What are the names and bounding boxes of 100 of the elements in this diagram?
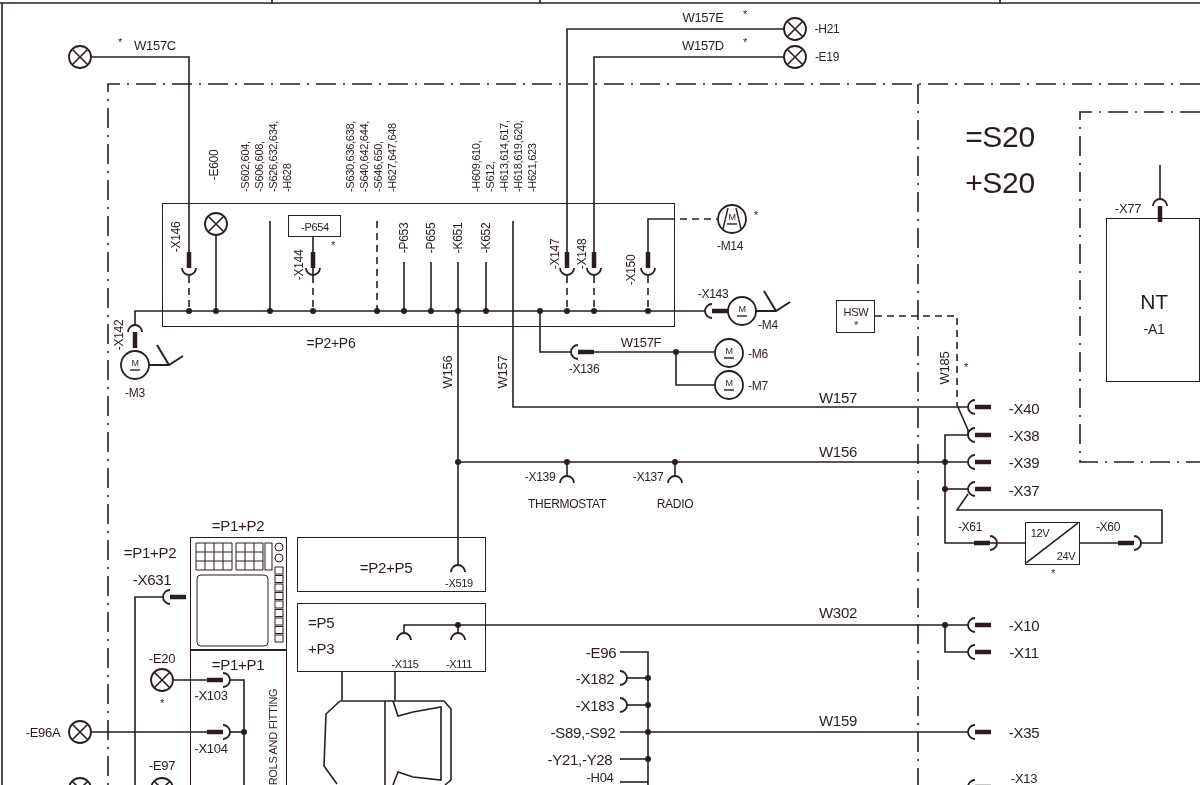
- reference-list: -H609,610, -S612, -H613,614,617, -H618,619,620, -H621,623: [469, 112, 539, 192]
- reference-list: -S630,636,638, -S640,642,644, -S646,650, -H627,647,648: [343, 112, 399, 192]
- component-label: -P654: [301, 221, 329, 233]
- connector-label: -X115: [391, 658, 419, 670]
- panel-caption: ROLS AND FITTING: [267, 688, 279, 785]
- box-heading: =P2+P5: [359, 559, 413, 575]
- component-label: -K652: [480, 222, 492, 254]
- component-label: -P653: [398, 222, 410, 254]
- note-mark: *: [743, 8, 747, 20]
- wire-label: W157D: [682, 38, 724, 52]
- wire: [874, 315, 1026, 544]
- connector-label: -X103: [194, 688, 228, 702]
- motor-letter: M: [728, 212, 736, 222]
- wire-label: W157: [819, 389, 857, 405]
- connector-label: -X150: [625, 254, 637, 286]
- location-code: +S20: [965, 168, 1035, 198]
- connector-label: -X147: [549, 238, 561, 270]
- connector-label: -X183: [575, 697, 615, 713]
- device-label: THERMOSTAT: [528, 498, 606, 510]
- note-mark: *: [118, 36, 122, 48]
- connector-label: -X40: [1008, 400, 1040, 416]
- connector-label: -X146: [170, 221, 182, 253]
- wire: [457, 326, 459, 538]
- connector-label: -X143: [697, 288, 729, 300]
- voltage-label: 24V: [1056, 550, 1076, 562]
- motor-letter: M: [725, 346, 733, 356]
- box-heading: =P1+P1: [211, 656, 265, 672]
- component-label: -M3: [125, 387, 145, 399]
- wire: [341, 671, 343, 701]
- wire-label: W302: [819, 604, 857, 620]
- connector-label: -X111: [445, 658, 473, 670]
- note-mark: *: [160, 697, 164, 709]
- wire-label: W157: [495, 355, 509, 389]
- motor-letter: M: [738, 304, 746, 314]
- component-label: -E600: [208, 149, 220, 181]
- connector-label: -X11: [1009, 644, 1039, 660]
- connector-label: -X104: [194, 741, 228, 755]
- connector-label: -X139: [524, 471, 556, 483]
- component-label: -A1: [1143, 322, 1165, 336]
- wire-label: W156: [440, 355, 454, 389]
- component-label: -S89,-S92: [550, 724, 616, 740]
- connector-label: -X182: [575, 670, 615, 686]
- component-label: HSW: [843, 306, 869, 318]
- note-mark: *: [964, 361, 968, 373]
- component-label: -Y21,-Y28: [547, 751, 613, 767]
- component-label: -E96: [585, 644, 617, 660]
- component-label: NT: [1140, 290, 1168, 312]
- box-heading: =P5 +P3: [308, 613, 336, 659]
- component-label: -M6: [748, 348, 768, 360]
- connector-label: -X10: [1008, 617, 1040, 633]
- connector-label: -X37: [1008, 482, 1040, 498]
- module-box: [297, 537, 486, 592]
- wire-label: W157F: [620, 335, 662, 349]
- connector-label: -X631: [132, 571, 172, 587]
- component-label: -P655: [425, 222, 437, 254]
- location-code: =S20: [965, 122, 1035, 152]
- connector-label: -X136: [568, 363, 600, 375]
- box-heading: =P1+P2: [211, 517, 265, 533]
- component-label: -H04: [586, 770, 614, 784]
- wire-label: W157C: [134, 38, 176, 52]
- voltage-label: 12V: [1030, 527, 1050, 539]
- connector-label: -X519: [445, 577, 473, 589]
- wire-label: W156: [819, 443, 857, 459]
- note-mark: *: [331, 239, 335, 251]
- connector-label: -X77: [1114, 201, 1142, 215]
- reference-list: -S602,604, -S606,608, -S626,632,634, -H628: [238, 112, 294, 192]
- connector-label: -X61: [957, 521, 983, 533]
- note-mark: *: [1051, 567, 1055, 579]
- connector-label: -X39: [1008, 454, 1040, 470]
- component-label: -K651: [452, 222, 464, 254]
- component-label: -E96A: [25, 725, 61, 739]
- component-label: -E20: [148, 651, 176, 665]
- wire: [310, 235, 316, 314]
- connector-label: -X60: [1095, 521, 1121, 533]
- component-label: -M4: [758, 319, 778, 331]
- connector-label: -X142: [113, 319, 125, 351]
- component-label: -H21: [814, 23, 840, 35]
- wire-label: W157E: [682, 10, 724, 24]
- connector-label: -X38: [1008, 427, 1040, 443]
- connector-label: -X13: [1010, 771, 1038, 785]
- component-label: -M7: [748, 380, 768, 392]
- motor-letter: M: [131, 358, 139, 368]
- wire: [394, 671, 396, 701]
- connector-label: -X35: [1008, 724, 1040, 740]
- box-heading: =P2+P6: [306, 336, 356, 350]
- note-mark: *: [854, 319, 858, 331]
- module-code: =P1+P2: [123, 544, 177, 560]
- component-label: -E19: [814, 51, 840, 63]
- wire-label: W159: [819, 712, 857, 728]
- wire-label: W185: [937, 351, 951, 385]
- component-label: -M14: [716, 240, 744, 252]
- connector-label: -X137: [632, 471, 664, 483]
- power-supply-box: [1106, 218, 1200, 382]
- connector-label: -X148: [576, 238, 588, 270]
- motor-letter: M: [725, 378, 733, 388]
- component-label: -E97: [148, 758, 176, 772]
- connector-label: -X144: [293, 249, 305, 281]
- device-label: RADIO: [656, 498, 694, 510]
- note-mark: *: [743, 36, 747, 48]
- control-module-box: [190, 650, 287, 785]
